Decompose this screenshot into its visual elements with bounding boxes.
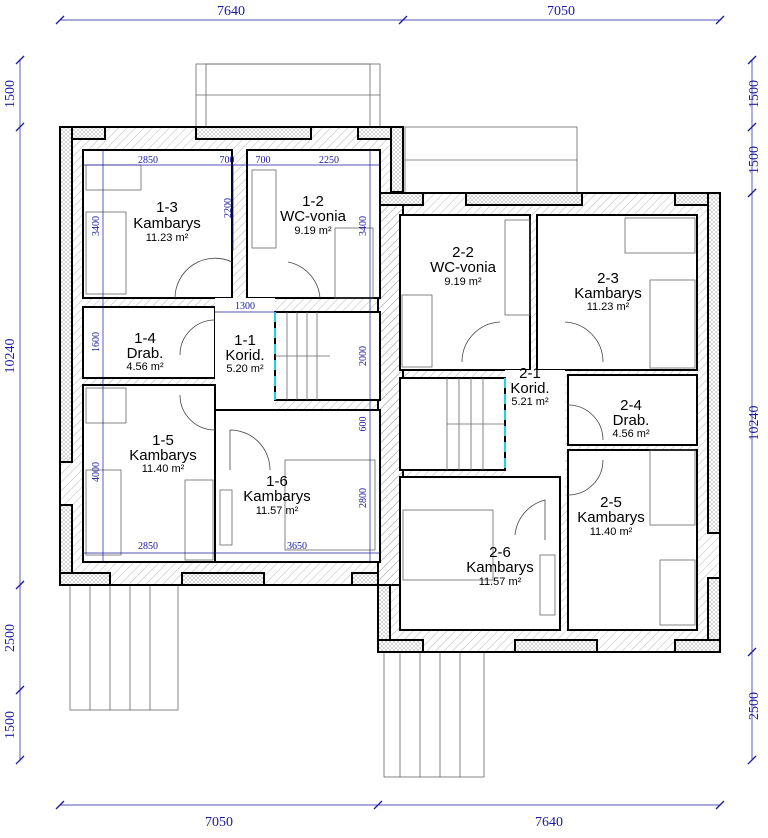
svg-text:1500: 1500 (3, 711, 18, 739)
svg-text:1500: 1500 (747, 80, 762, 108)
svg-text:11.23 m²: 11.23 m² (146, 232, 189, 244)
svg-text:11.57 m²: 11.57 m² (479, 576, 522, 588)
svg-text:1500: 1500 (3, 80, 18, 108)
svg-text:7640: 7640 (217, 4, 245, 19)
svg-text:Kambarys: Kambarys (574, 285, 642, 302)
svg-text:Kambarys: Kambarys (466, 559, 534, 576)
svg-text:3400: 3400 (91, 216, 102, 236)
svg-text:4000: 4000 (91, 462, 102, 482)
svg-text:4.56 m²: 4.56 m² (612, 428, 650, 440)
balconies (69, 63, 578, 778)
svg-text:1-6: 1-6 (266, 473, 288, 490)
svg-text:5.20 m²: 5.20 m² (226, 363, 264, 375)
svg-text:1-1: 1-1 (234, 332, 256, 349)
svg-text:11.40 m²: 11.40 m² (142, 463, 185, 475)
svg-text:2-2: 2-2 (452, 244, 474, 261)
svg-text:2250: 2250 (319, 155, 339, 166)
svg-text:11.23 m²: 11.23 m² (587, 301, 630, 313)
svg-text:1-3: 1-3 (156, 199, 178, 216)
svg-text:2000: 2000 (358, 346, 369, 366)
svg-text:2800: 2800 (358, 488, 369, 508)
svg-text:600: 600 (358, 417, 369, 432)
svg-text:Kambarys: Kambarys (577, 509, 645, 526)
svg-text:5.21 m²: 5.21 m² (511, 396, 549, 408)
svg-text:1500: 1500 (747, 146, 762, 174)
svg-text:1600: 1600 (91, 332, 102, 352)
svg-text:2850: 2850 (138, 155, 158, 166)
svg-text:Drab.: Drab. (613, 412, 650, 429)
svg-text:Kambarys: Kambarys (129, 447, 197, 464)
outer-dimensions: 7640 7050 7050 7640 1500 10240 2500 1500… (3, 4, 762, 830)
svg-text:Korid.: Korid. (510, 380, 549, 397)
svg-text:1-5: 1-5 (152, 432, 174, 449)
svg-text:2500: 2500 (3, 624, 18, 652)
inner-dimensions: 2850 700 700 2250 2200 3400 3400 1300 16… (83, 150, 380, 562)
svg-text:2-1: 2-1 (519, 365, 541, 382)
svg-text:2500: 2500 (747, 692, 762, 720)
svg-text:WC-vonia: WC-vonia (430, 259, 497, 276)
svg-text:Drab.: Drab. (127, 345, 164, 362)
svg-text:2850: 2850 (138, 541, 158, 552)
svg-text:9.19 m²: 9.19 m² (444, 276, 482, 288)
svg-text:700: 700 (220, 155, 235, 166)
svg-text:1300: 1300 (235, 301, 255, 312)
svg-text:2200: 2200 (223, 198, 234, 218)
svg-text:3400: 3400 (358, 216, 369, 236)
unit-2-rooms (399, 214, 698, 631)
svg-text:2-3: 2-3 (597, 270, 619, 287)
svg-text:2-4: 2-4 (620, 397, 642, 414)
svg-text:3650: 3650 (287, 541, 307, 552)
svg-text:9.19 m²: 9.19 m² (294, 225, 332, 237)
svg-text:7050: 7050 (205, 815, 233, 830)
unit-1-rooms (82, 149, 381, 563)
svg-text:7050: 7050 (547, 4, 575, 19)
svg-text:Kambarys: Kambarys (133, 215, 201, 232)
svg-text:7640: 7640 (535, 815, 563, 830)
svg-text:11.40 m²: 11.40 m² (590, 526, 633, 538)
svg-text:1-4: 1-4 (134, 330, 156, 347)
svg-text:1-2: 1-2 (302, 193, 324, 210)
svg-text:4.56 m²: 4.56 m² (126, 361, 164, 373)
svg-text:700: 700 (256, 155, 271, 166)
svg-text:10240: 10240 (747, 406, 762, 441)
svg-text:Kambarys: Kambarys (243, 488, 311, 505)
svg-text:WC-vonia: WC-vonia (280, 208, 347, 225)
svg-text:Korid.: Korid. (225, 347, 264, 364)
svg-text:2-5: 2-5 (600, 494, 622, 511)
svg-text:2-6: 2-6 (489, 544, 511, 561)
svg-text:10240: 10240 (3, 339, 18, 374)
svg-text:11.57 m²: 11.57 m² (256, 505, 299, 517)
